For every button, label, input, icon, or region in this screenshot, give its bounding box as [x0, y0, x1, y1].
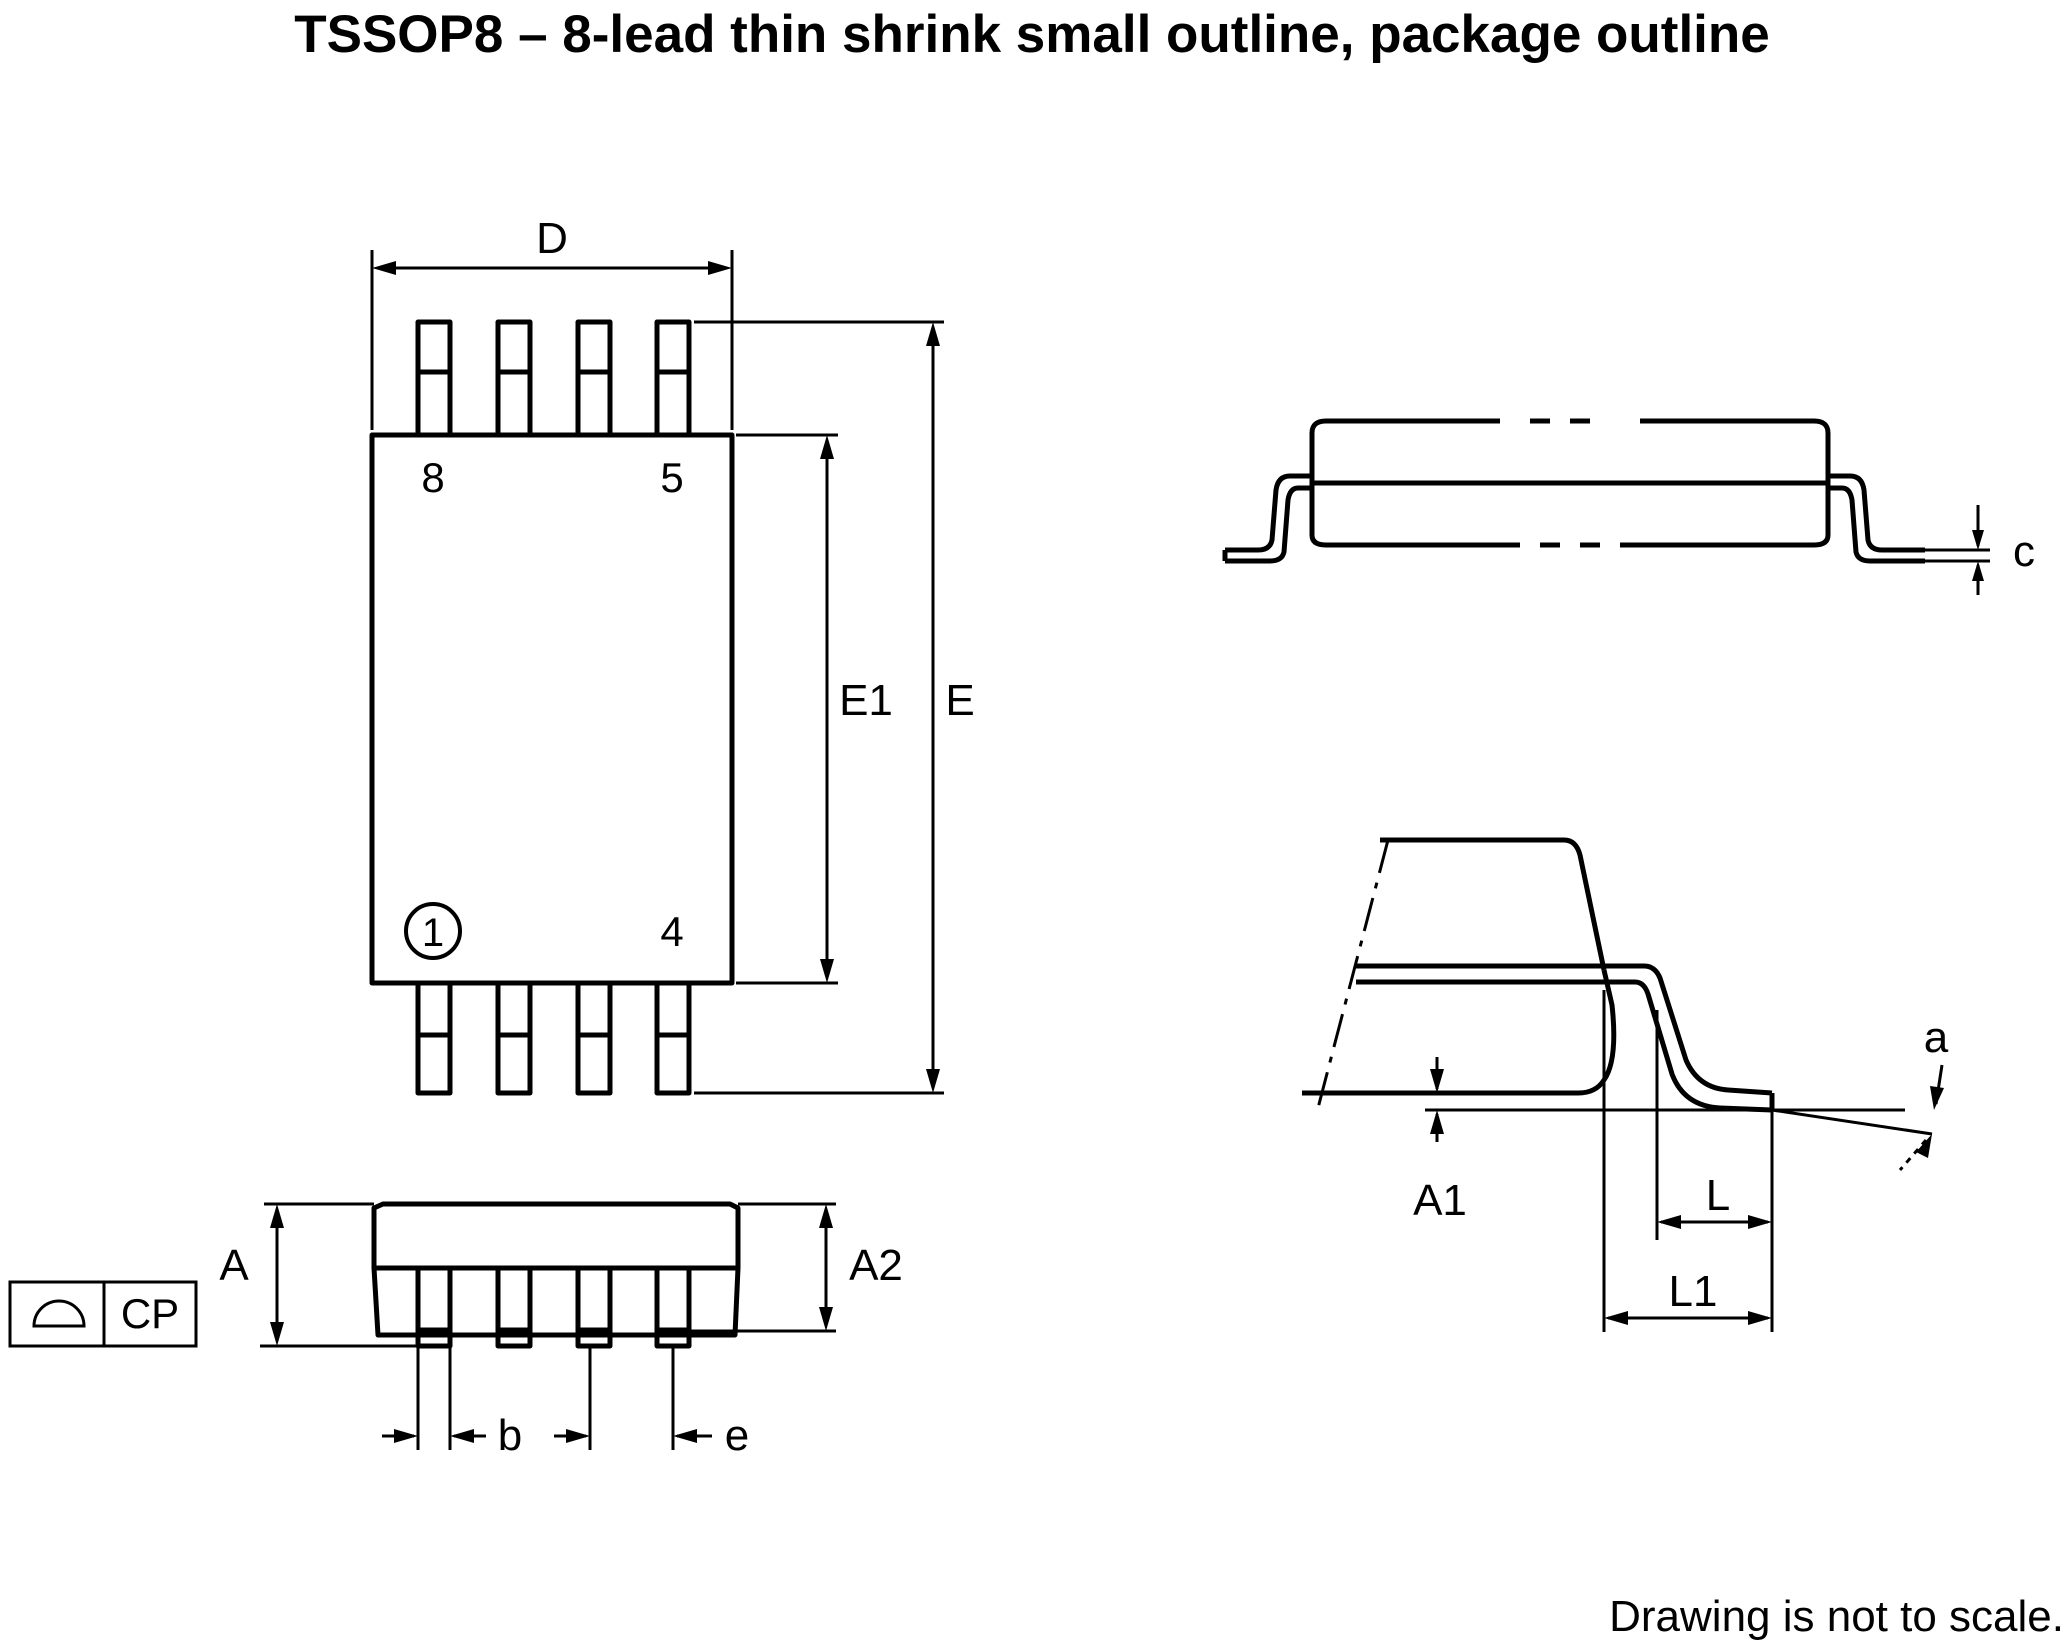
pin-label-4: 4 [660, 908, 683, 955]
dimension-label-L1: L1 [1669, 1267, 1718, 1316]
upper-leads [415, 319, 692, 438]
pin1-circle-marker [404, 902, 462, 960]
dimension-label-A: A [219, 1241, 249, 1290]
dimension-label-E: E [945, 676, 974, 725]
package-body-side-upper [371, 1201, 741, 1268]
lead-detail-view [1302, 837, 1775, 1113]
pin-label-1: 1 [422, 911, 444, 955]
dimension-label-L: L [1706, 1171, 1730, 1220]
dimension-label-D: D [536, 214, 568, 263]
pin-label-8: 8 [421, 454, 444, 501]
dimension-label-b: b [498, 1411, 522, 1460]
dimension-label-A2: A2 [849, 1241, 903, 1290]
dimension-label-A1: A1 [1413, 1176, 1467, 1225]
lower-leads [415, 980, 692, 1096]
coplanarity-frame [8, 1280, 198, 1348]
dimension-label-a: a [1924, 1013, 1949, 1062]
coplanarity-icon [32, 1299, 86, 1328]
dimension-label-E1: E1 [839, 676, 893, 725]
dimension-label-CP: CP [121, 1290, 179, 1337]
package-body-top-view [369, 432, 735, 986]
dimension-label-c: c [2013, 527, 2035, 576]
pin-label-5: 5 [660, 454, 683, 501]
package-end-view [1222, 418, 1925, 564]
scale-note: Drawing is not to scale. [1609, 1592, 2064, 1641]
page-title: TSSOP8 – 8-lead thin shrink small outlin… [294, 5, 1770, 64]
dimension-label-e: e [725, 1411, 749, 1460]
package-body-side-lower [371, 1265, 741, 1338]
